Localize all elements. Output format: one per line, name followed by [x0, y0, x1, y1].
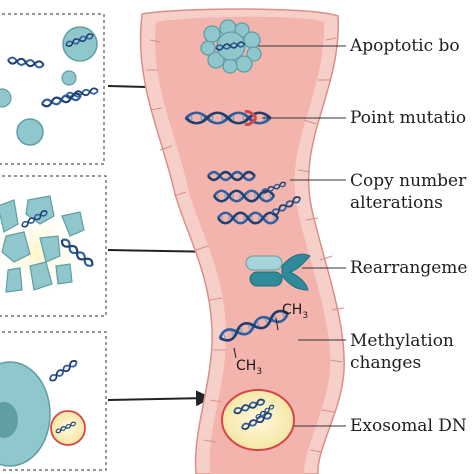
apoptotic-body-cluster: [200, 19, 262, 74]
label-exosomal-dna: Exosomal DN: [350, 416, 467, 436]
methyl-subscript-bottom: 3: [256, 366, 263, 377]
point-mutation-dna: [184, 110, 272, 126]
blood-vessel: [139, 8, 345, 474]
label-apoptotic-bodies: Apoptotic bo: [350, 36, 460, 56]
leader-lines: [258, 45, 346, 427]
cell-nucleus: [0, 402, 18, 438]
panel-secretion: [0, 331, 107, 471]
methyl-subscript-top: 3: [302, 310, 309, 321]
vesicle: [0, 88, 12, 108]
panel-necrosis: [0, 175, 107, 317]
label-methylation-1: Methylation: [350, 331, 454, 351]
panel-apoptosis: [0, 13, 105, 165]
living-cell: [0, 361, 51, 467]
vesicle: [16, 118, 44, 146]
methyl-text-bottom: CH: [236, 358, 257, 374]
exosome-in-vessel: [221, 389, 295, 451]
cell-fragments: [0, 195, 85, 293]
apoptotic-body: [62, 26, 98, 62]
label-copy-number-2: alterations: [350, 193, 443, 213]
label-point-mutation: Point mutatio: [350, 108, 467, 128]
vesicle: [61, 70, 77, 86]
methyl-group-bottom: CH3: [236, 358, 262, 377]
methyl-group-top: CH3: [282, 302, 308, 321]
label-copy-number-1: Copy number: [350, 171, 467, 191]
methyl-text-top: CH: [282, 302, 303, 318]
label-methylation-2: changes: [350, 353, 422, 373]
arrow-secretion: [107, 390, 212, 407]
methylated-dna: [216, 306, 291, 359]
chromosome: [245, 253, 311, 291]
label-rearrangement: Rearrangeme: [350, 258, 468, 278]
